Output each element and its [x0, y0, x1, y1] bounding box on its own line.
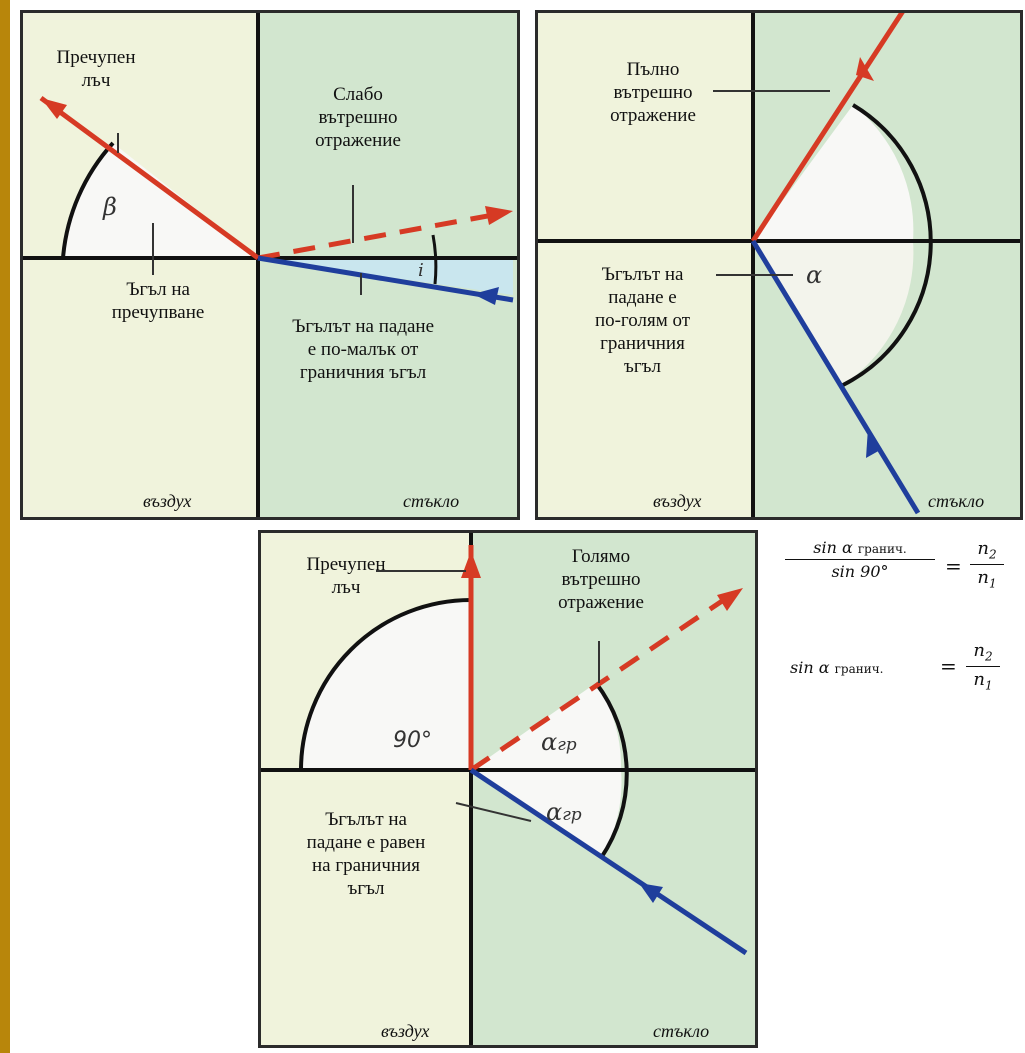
label-incidence-smaller: Ъгълът на падане е по-малък от граничния… — [291, 316, 435, 383]
upper-wedge — [753, 105, 914, 241]
ninety-wedge — [301, 600, 471, 770]
formula1-right-fraction: n2 n1 — [970, 538, 1004, 590]
label-refracted-ray: Пречупен лъч — [56, 47, 136, 91]
panel1-diagram — [23, 13, 517, 517]
i-symbol: i — [418, 260, 424, 281]
reflected-ray — [257, 212, 494, 261]
alpha-arc — [842, 103, 933, 387]
formula1-equals: = — [945, 554, 962, 578]
formula1-left-fraction: sin α гранич. sin 90° — [785, 538, 935, 581]
incident-arrow — [866, 428, 882, 458]
reflected-arrow — [856, 57, 874, 81]
refraction-wedge — [63, 143, 258, 258]
glass-label: стъкло — [928, 491, 985, 511]
incident-ray — [750, 239, 921, 515]
ninety-degree-label: 90° — [393, 728, 432, 753]
reflected-ray — [750, 13, 905, 243]
formula2-equals: = — [940, 654, 957, 678]
alpha-gr-upper: αгр — [541, 728, 577, 756]
label-incidence-greater: Ъгълът на падане е по-голям от граничния… — [594, 264, 691, 377]
incident-ray — [257, 255, 514, 303]
alpha-gr-upper-wedge — [471, 683, 622, 770]
incident-arrow — [639, 883, 663, 903]
air-region — [23, 13, 258, 517]
formula2-right-fraction: n2 n1 — [966, 640, 1000, 692]
formula2-left: sin α гранич. — [790, 658, 884, 677]
formula-1: sin α гранич. sin 90° = n2 n1 — [785, 538, 1020, 608]
left-accent-strip — [0, 0, 10, 1053]
reflected-arrow — [717, 588, 743, 611]
label-big-reflection: Голямо вътрешно отражение — [558, 546, 644, 613]
panel-weak-internal-reflection: Пречупен лъч Слабо вътрешно отражение Ъг… — [20, 10, 520, 520]
panel-total-internal-reflection: Пълно вътрешно отражение Ъгълът на падан… — [535, 10, 1023, 520]
alpha-gr-lower-wedge — [471, 770, 622, 858]
refracted-arrow — [41, 98, 67, 119]
reflected-arrow — [485, 206, 513, 225]
label-weak-reflection: Слабо вътрешно отражение — [315, 84, 401, 151]
label-incidence-equal: Ъгълът на падане е равен на граничния ъг… — [306, 809, 426, 899]
incident-ray — [469, 767, 748, 956]
panel2-diagram — [538, 13, 1020, 517]
panel3-diagram — [261, 533, 755, 1045]
label-angle-refraction: Ъгъл на пречупване — [111, 279, 205, 323]
air-region — [538, 13, 753, 517]
air-label: въздух — [381, 1021, 430, 1041]
glass-label: стъкло — [653, 1021, 710, 1041]
refracted-ray — [39, 95, 260, 261]
air-label: въздух — [653, 491, 702, 511]
lower-wedge — [753, 241, 914, 385]
panel-critical-angle: Пречупен лъч Голямо вътрешно отражение Ъ… — [258, 530, 758, 1048]
beta-symbol: β — [103, 193, 117, 221]
incident-arrow — [473, 287, 499, 305]
reflected-ray — [469, 592, 733, 773]
formula-2: sin α гранич. = n2 n1 — [790, 640, 1020, 700]
label-total-reflection: Пълно вътрешно отражение — [610, 59, 696, 126]
ninety-arc — [299, 598, 472, 771]
label-refracted-ray: Пречупен лъч — [306, 554, 386, 598]
alpha-gr-lower: αгр — [546, 798, 582, 826]
air-label: въздух — [143, 491, 192, 511]
glass-label: стъкло — [403, 491, 460, 511]
alpha-symbol: α — [806, 261, 823, 289]
beta-arc — [61, 141, 115, 259]
